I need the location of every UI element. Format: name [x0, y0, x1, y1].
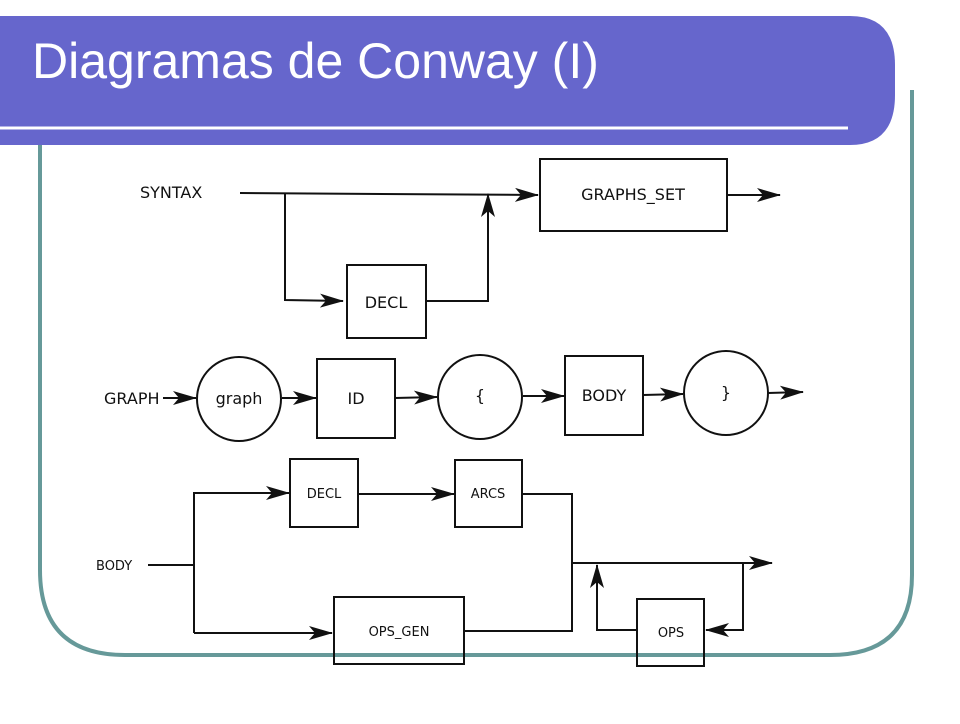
syntax-decl-return: [427, 193, 495, 302]
body-start-label: BODY: [96, 559, 132, 574]
close-brace-label: }: [721, 383, 731, 402]
slide-frame: [38, 90, 914, 657]
body-box: [564, 355, 644, 436]
syntax-diagram: [239, 158, 781, 339]
syntax-label: SYNTAX: [140, 183, 202, 202]
graph-terminal-circle: [196, 356, 282, 442]
graph-label: GRAPH: [104, 389, 160, 408]
ops-label: OPS: [658, 626, 684, 641]
syntax-decl-label: DECL: [365, 293, 408, 312]
title-bar: [0, 16, 895, 145]
ops-loop-out: [590, 564, 637, 631]
slide-title: Diagramas de Conway (I): [32, 33, 599, 89]
body-decl-label: DECL: [307, 487, 342, 502]
id-box: [316, 358, 396, 439]
body-label: BODY: [582, 386, 627, 405]
open-brace-label: {: [475, 386, 485, 405]
body-upper-branch: [193, 486, 290, 633]
graphs-set-label: GRAPHS_SET: [581, 185, 685, 205]
ops-box: [636, 598, 705, 667]
ops-loop-in: [705, 563, 744, 637]
graph-exit-arrow: [767, 385, 804, 400]
ops-gen-box: [333, 596, 465, 665]
ops-gen-label: OPS_GEN: [369, 625, 430, 640]
arcs-label: ARCS: [471, 487, 506, 502]
syntax-decl-box: [346, 264, 427, 339]
open-brace-circle: [437, 354, 523, 440]
graph-terminal-label: graph: [216, 389, 263, 408]
id-label: ID: [347, 389, 364, 408]
body-diagram: [148, 458, 773, 667]
arcs-merge-line: [465, 493, 573, 632]
syntax-decl-branch: [284, 194, 344, 308]
graph-diagram: [163, 350, 804, 442]
